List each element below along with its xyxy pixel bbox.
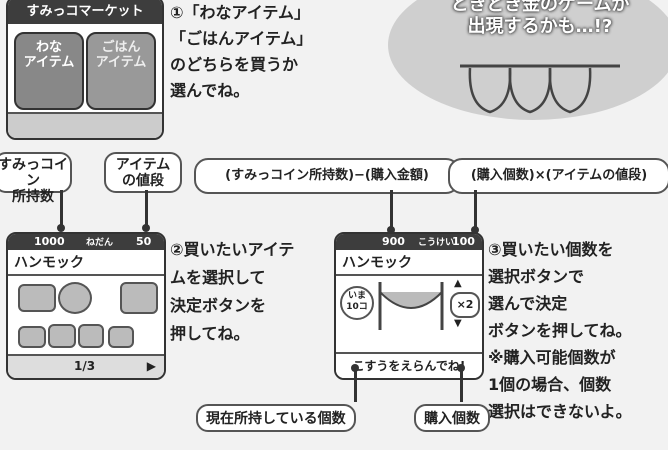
connector-price <box>145 190 148 228</box>
qty-selector[interactable]: ×2 <box>450 292 480 318</box>
shop2-item-name: ハンモック <box>336 250 482 276</box>
shelf-item[interactable] <box>18 326 46 348</box>
market-title: すみっコマーケット <box>8 0 162 24</box>
connector-formula2 <box>474 190 477 230</box>
shop1-price-label: ねだん <box>86 238 114 248</box>
shop1-coins: 1000 <box>34 235 65 248</box>
food-item-button[interactable]: ごはん アイテム <box>86 32 156 110</box>
shop2-coins: 900 <box>382 235 405 248</box>
owned-count-label-bottom: 現在所持している個数 <box>196 404 356 432</box>
page-indicator: 1/3 <box>74 359 96 373</box>
owned-count-badge: いま 10コ <box>340 286 374 320</box>
shop1-price: 50 <box>136 235 152 248</box>
shop1-status-bar: 1000 ねだん 50 <box>8 234 164 250</box>
shop-screen-select: 1000 ねだん 50 ハンモック 1/3 ▶ <box>6 232 166 380</box>
connector-dot-owned <box>351 364 359 372</box>
step3-instruction: ③買いたい個数を 選択ボタンで 選んで決定 ボタンを押してね。 ※購入可能個数が… <box>488 240 632 421</box>
shelf-item[interactable] <box>78 324 104 348</box>
item-price-tag: アイテム の値段 <box>104 152 182 193</box>
shelf-item[interactable] <box>18 284 56 312</box>
shop1-pager: 1/3 ▶ <box>8 354 164 378</box>
market-screen: すみっコマーケット わな アイテム ごはん アイテム <box>6 0 164 140</box>
golden-game-bubble <box>388 0 668 120</box>
trap-item-label: わな アイテム <box>23 40 75 70</box>
connector-dot-formula1 <box>387 226 395 234</box>
shelf-item[interactable] <box>58 282 92 314</box>
shelf-item[interactable] <box>120 282 158 314</box>
qty-up-icon[interactable]: ▲ <box>454 278 462 289</box>
coins-held-tag: すみっコイン 所持数 <box>0 152 72 205</box>
step1-instruction: ①「わなアイテム」 「ごはんアイテム」 のどちらを買うか 選んでね。 <box>170 3 313 100</box>
connector-coins <box>60 190 63 228</box>
buy-count-label-bottom: 購入個数 <box>414 404 490 432</box>
shop2-status-bar: 900 こうけい 100 <box>336 234 482 250</box>
shop1-item-name: ハンモック <box>8 250 164 276</box>
shelf-item[interactable] <box>108 326 134 348</box>
formula-coins-left: (すみっコイン所持数)−(購入金額) <box>194 158 460 194</box>
qty-down-icon[interactable]: ▼ <box>454 318 462 329</box>
shop2-price: 100 <box>452 235 475 248</box>
qty-value: ×2 <box>456 298 474 311</box>
connector-dot-buycount <box>457 364 465 372</box>
trap-item-button[interactable]: わな アイテム <box>14 32 84 110</box>
connector-dot-coins <box>57 224 65 232</box>
connector-buycount <box>460 368 463 402</box>
food-item-label: ごはん アイテム <box>95 40 147 70</box>
connector-formula1 <box>390 190 393 230</box>
shop-screen-quantity: 900 こうけい 100 ハンモック いま 10コ ▲ ×2 ▼ こすうをえらん… <box>334 232 484 380</box>
connector-dot-price <box>142 224 150 232</box>
shop2-price-label: こうけい <box>418 238 455 248</box>
owned-count-value: 10コ <box>346 302 368 312</box>
connector-owned <box>354 368 357 402</box>
step2-instruction: ②買いたいアイテ ムを選択して 決定ボタンを 押してね。 <box>170 240 295 343</box>
shelf-item[interactable] <box>48 324 76 348</box>
connector-dot-formula2 <box>471 226 479 234</box>
owned-count-label: いま <box>347 291 366 301</box>
formula-total-price: (購入個数)×(アイテムの値段) <box>448 158 668 194</box>
golden-game-text: ときどき金のゲームが 出現するかも…!? <box>450 0 630 37</box>
market-floor <box>8 112 162 138</box>
claw-machine-icon <box>460 64 620 114</box>
next-page-icon[interactable]: ▶ <box>146 359 156 373</box>
hammock-icon <box>378 282 444 330</box>
